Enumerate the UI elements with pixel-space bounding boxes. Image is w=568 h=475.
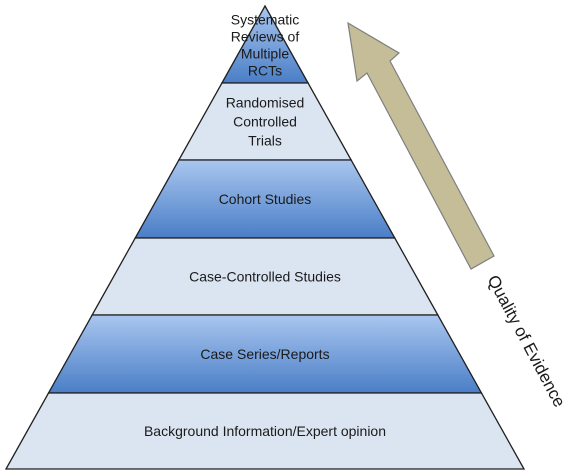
tier-shape [4,392,526,470]
tier-case-series: Case Series/Reports [47,314,483,394]
tier-label: Background Information/Expert opinion [144,423,386,439]
arrow-label: Quality of Evidence [483,272,568,410]
tier-label: Reviews of [231,29,300,45]
tier-label: Controlled [233,114,297,130]
up-arrow-icon [347,21,495,270]
tier-cohort-studies: Cohort Studies [134,159,396,239]
tier-case-controlled: Case-Controlled Studies [91,237,439,316]
tier-label: Case-Controlled Studies [189,269,341,285]
tier-label: Cohort Studies [219,191,312,207]
tier-label: Systematic [231,12,299,28]
tier-background-info: Background Information/Expert opinion [4,392,526,470]
tier-label: Multiple [241,46,289,62]
tier-label: Case Series/Reports [200,346,329,362]
tier-label: Trials [248,133,282,149]
tier-label: Randomised [226,95,305,111]
tier-label: RCTs [248,63,282,79]
